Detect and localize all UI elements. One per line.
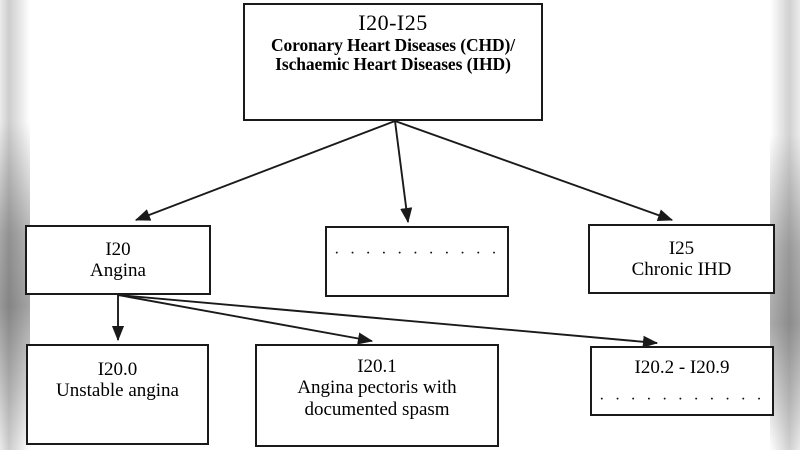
i25-code: I25	[668, 237, 695, 259]
edge-i20-to-i20-1	[117, 294, 374, 345]
edge-root-to-middle	[394, 120, 413, 224]
i20-1-label-line-2: documented spasm	[304, 398, 450, 420]
edge-root-to-i20	[134, 120, 396, 221]
node-i20-angina[interactable]: I20 Angina	[25, 225, 211, 295]
i20-1-code: I20.1	[357, 356, 397, 377]
i20-2-9-code: I20.2 - I20.9	[634, 357, 730, 378]
node-i25-chronic-ihd[interactable]: I25 Chronic IHD	[588, 224, 775, 294]
root-label-line-1: Coronary Heart Diseases (CHD)/	[270, 34, 516, 55]
node-middle-placeholder[interactable]: · · · · · · · · · · ·	[325, 226, 509, 297]
edge-root-to-i25	[394, 120, 674, 221]
edge-i20-to-i20-2-9	[117, 294, 659, 348]
middle-placeholder-ellipsis: · · · · · · · · · · ·	[334, 245, 500, 262]
node-i20-0-unstable-angina[interactable]: I20.0 Unstable angina	[26, 344, 209, 445]
i20-1-label-line-1: Angina pectoris with	[297, 377, 457, 399]
root-code: I20-I25	[358, 10, 428, 35]
i20-2-9-ellipsis: · · · · · · · · · · ·	[599, 391, 765, 409]
i20-code: I20	[105, 238, 131, 260]
root-label-line-2: Ischaemic Heart Diseases (IHD)	[275, 54, 511, 75]
node-chd-ihd-root[interactable]: I20-I25 Coronary Heart Diseases (CHD)/ I…	[243, 3, 543, 121]
i20-label: Angina	[90, 260, 146, 281]
node-i20-1-angina-pectoris[interactable]: I20.1 Angina pectoris with documented sp…	[255, 344, 499, 447]
i20-0-label: Unstable angina	[56, 380, 179, 402]
i20-0-code: I20.0	[97, 359, 138, 380]
i25-label: Chronic IHD	[631, 259, 732, 280]
node-i20-2-to-i20-9[interactable]: I20.2 - I20.9 · · · · · · · · · · ·	[590, 346, 774, 416]
